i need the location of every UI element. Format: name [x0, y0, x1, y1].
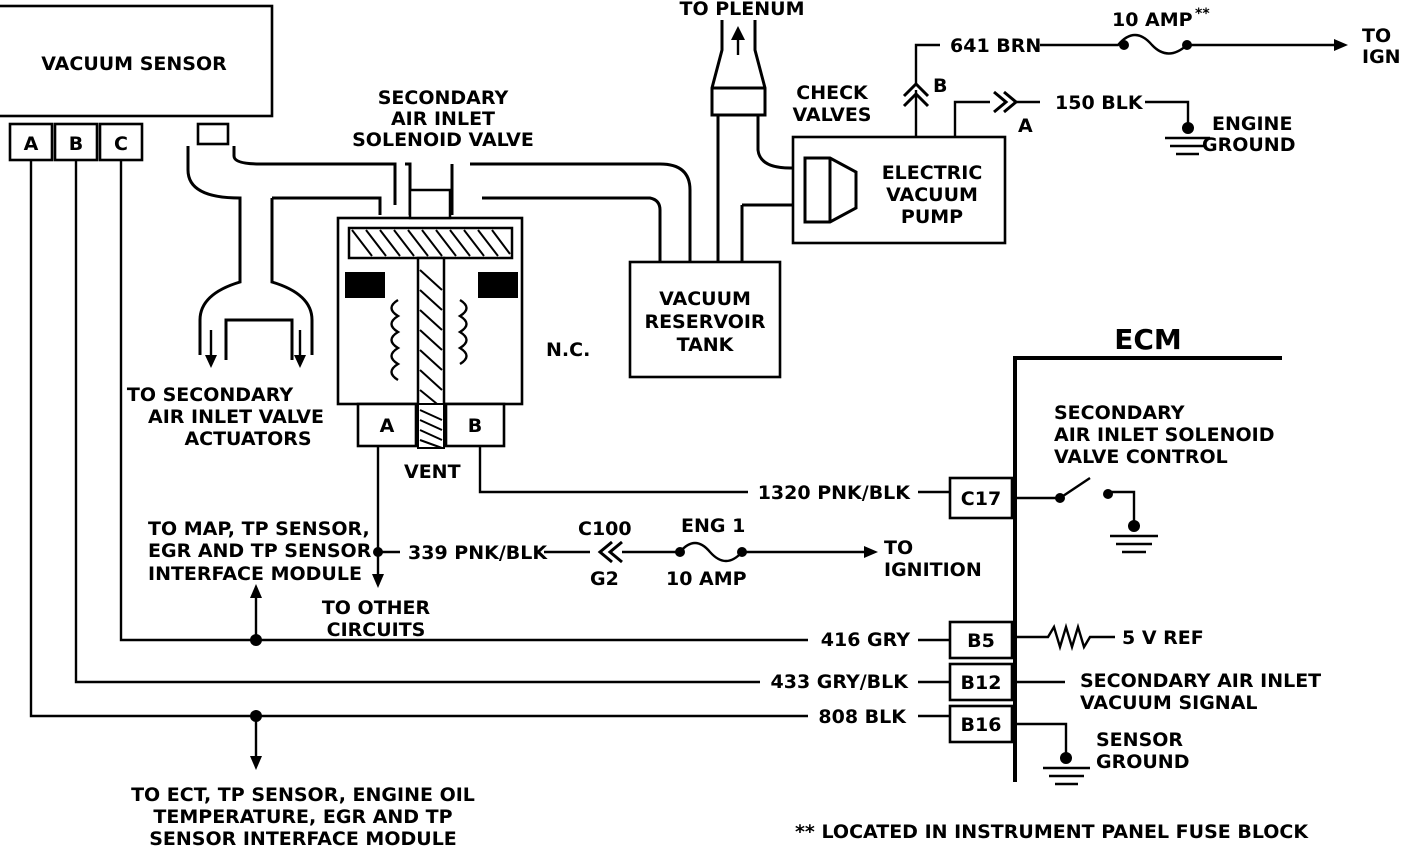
reservoir-label-2: RESERVOIR — [644, 311, 765, 333]
check-valves-label-1: CHECK — [796, 82, 869, 104]
electric-vacuum-pump — [791, 135, 1007, 245]
pump-label-1: ELECTRIC — [882, 162, 983, 184]
ecm-pin-b5: B5 — [967, 630, 995, 652]
plenum-outlet — [710, 20, 767, 117]
solenoid-pin-a: A — [380, 415, 395, 437]
vacuum-sensor: VACUUM SENSOR A B C — [0, 4, 274, 162]
fuse-block-footnote: ** LOCATED IN INSTRUMENT PANEL FUSE BLOC… — [795, 821, 1309, 843]
connector-b-label: B — [933, 75, 947, 97]
reservoir-label-1: VACUUM — [659, 288, 751, 310]
ecm-pin-b12: B12 — [961, 672, 1002, 694]
wire-641-label: 641 BRN — [950, 35, 1041, 57]
ecm-pin-b16: B16 — [961, 714, 1002, 736]
ecm-switch-label-1: SECONDARY — [1054, 402, 1185, 424]
vacuum-sensor-pin-b: B — [69, 133, 83, 155]
solenoid-valve: A B — [336, 188, 524, 449]
solenoid-label-2: AIR INLET — [391, 108, 495, 130]
map-tp-note-2: EGR AND TP SENSOR — [148, 540, 372, 562]
vacuum-hoses — [186, 115, 800, 368]
to-actuators-label-2: AIR INLET VALVE — [148, 406, 324, 428]
reservoir-label-3: TANK — [677, 334, 735, 356]
vent-label: VENT — [404, 461, 461, 483]
ecm-switch-label-2: AIR INLET SOLENOID — [1054, 424, 1274, 446]
ecm-label: ECM — [1114, 323, 1182, 356]
ecm-pin-c17: C17 — [961, 488, 1001, 510]
five-v-ref-label: 5 V REF — [1122, 627, 1204, 649]
wire-1320-label: 1320 PNK/BLK — [758, 482, 912, 504]
engine-ground-label-1: ENGINE — [1212, 113, 1292, 135]
eng1-amp-label: 10 AMP — [666, 568, 747, 590]
sensor-ground-label-2: GROUND — [1096, 751, 1189, 773]
other-circuits-note-1: TO OTHER — [322, 597, 431, 619]
to-ign-label-2: IGN — [1362, 46, 1401, 68]
to-ignition-label-2: IGNITION — [884, 559, 982, 581]
top-fuse-amp-label: 10 AMP — [1112, 9, 1193, 31]
top-fuse-note-marker: ** — [1195, 6, 1210, 22]
vacuum-sensor-label: VACUUM SENSOR — [41, 53, 227, 75]
map-tp-note-1: TO MAP, TP SENSOR, — [148, 518, 370, 540]
map-tp-note-3: INTERFACE MODULE — [148, 563, 362, 585]
vacuum-reservoir-tank — [628, 260, 782, 379]
connector-g2-label: G2 — [590, 568, 619, 590]
vacuum-signal-label-2: VACUUM SIGNAL — [1080, 692, 1258, 714]
connector-a-label: A — [1018, 115, 1033, 137]
solenoid-label-3: SOLENOID VALVE — [352, 129, 534, 151]
pump-label-3: PUMP — [901, 206, 963, 228]
eng1-fuse-label: ENG 1 — [681, 515, 745, 537]
sensor-ground-label-1: SENSOR — [1096, 729, 1183, 751]
to-ign-label-1: TO — [1362, 25, 1391, 47]
wire-416-label: 416 GRY — [821, 629, 910, 651]
wire-150-label: 150 BLK — [1055, 92, 1144, 114]
signal-wiring — [29, 160, 950, 770]
vacuum-sensor-pin-a: A — [24, 133, 39, 155]
engine-ground-label-2: GROUND — [1202, 134, 1295, 156]
wire-808-label: 808 BLK — [818, 706, 907, 728]
ecm-switch-label-3: VALVE CONTROL — [1054, 446, 1228, 468]
solenoid-pin-b: B — [468, 415, 482, 437]
ect-note-1: TO ECT, TP SENSOR, ENGINE OIL — [131, 784, 475, 806]
wire-433-label: 433 GRY/BLK — [771, 671, 910, 693]
solenoid-label-1: SECONDARY — [378, 87, 509, 109]
vacuum-sensor-pin-c: C — [114, 133, 128, 155]
connector-c100-label: C100 — [578, 518, 632, 540]
to-actuators-label-1: TO SECONDARY — [127, 384, 293, 406]
pump-label-2: VACUUM — [886, 184, 978, 206]
vacuum-signal-label-1: SECONDARY AIR INLET — [1080, 670, 1321, 692]
other-circuits-note-2: CIRCUITS — [327, 619, 426, 641]
to-actuators-label-3: ACTUATORS — [184, 428, 311, 450]
normally-closed-label: N.C. — [546, 339, 590, 361]
check-valves-label-2: VALVES — [793, 104, 872, 126]
wire-339-label: 339 PNK/BLK — [408, 542, 548, 564]
ect-note-3: SENSOR INTERFACE MODULE — [149, 828, 457, 850]
to-plenum-label: TO PLENUM — [680, 0, 805, 20]
ect-note-2: TEMPERATURE, EGR AND TP — [153, 806, 452, 828]
to-ignition-label-1: TO — [884, 537, 913, 559]
pump-power-wiring — [902, 33, 1348, 156]
